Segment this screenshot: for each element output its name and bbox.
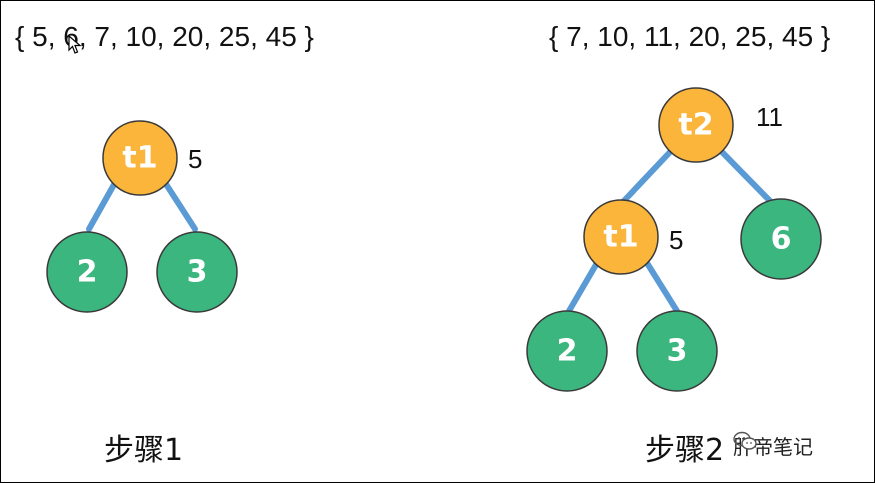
wechat-icon bbox=[733, 431, 757, 450]
watermark: 肝帝笔记 bbox=[733, 431, 813, 460]
left-t1-weight: 5 bbox=[188, 144, 203, 174]
right-t1-weight: 5 bbox=[669, 225, 684, 255]
left-set-text: { 5, 6, 7, 10, 20, 25, 45 } bbox=[15, 21, 314, 52]
right-node-t2-label: t2 bbox=[678, 108, 713, 143]
left-node-t1-label: t1 bbox=[122, 141, 157, 176]
right-t2-weight: 11 bbox=[756, 102, 783, 132]
edge-left-t1-2 bbox=[86, 178, 119, 232]
left-node-t1: t1 bbox=[102, 120, 178, 196]
edge-left-t1-3 bbox=[161, 178, 198, 232]
left-node-3-label: 3 bbox=[187, 255, 208, 290]
left-node-2-label: 2 bbox=[77, 255, 98, 290]
right-node-t1-label: t1 bbox=[603, 220, 638, 255]
right-node-6: 6 bbox=[740, 198, 822, 280]
step-label-1: 步骤1 bbox=[104, 433, 184, 468]
right-node-3: 3 bbox=[636, 310, 718, 392]
right-node-t2: t2 bbox=[658, 87, 734, 163]
left-node-2: 2 bbox=[46, 231, 128, 313]
edge-right-t1-2 bbox=[566, 260, 600, 314]
step-label-2: 步骤2 bbox=[645, 433, 725, 468]
right-node-2-label: 2 bbox=[557, 334, 578, 369]
edge-right-t2-6 bbox=[718, 148, 776, 207]
right-node-t1: t1 bbox=[583, 199, 659, 275]
edge-right-t1-3 bbox=[644, 260, 680, 314]
right-node-3-label: 3 bbox=[667, 334, 688, 369]
right-node-6-label: 6 bbox=[771, 222, 792, 257]
mouse-cursor-icon bbox=[68, 35, 82, 54]
right-node-2: 2 bbox=[526, 310, 608, 392]
edge-right-t2-t1 bbox=[618, 148, 674, 207]
right-set-text: { 7, 10, 11, 20, 25, 45 } bbox=[549, 21, 831, 52]
left-node-3: 3 bbox=[156, 231, 238, 313]
